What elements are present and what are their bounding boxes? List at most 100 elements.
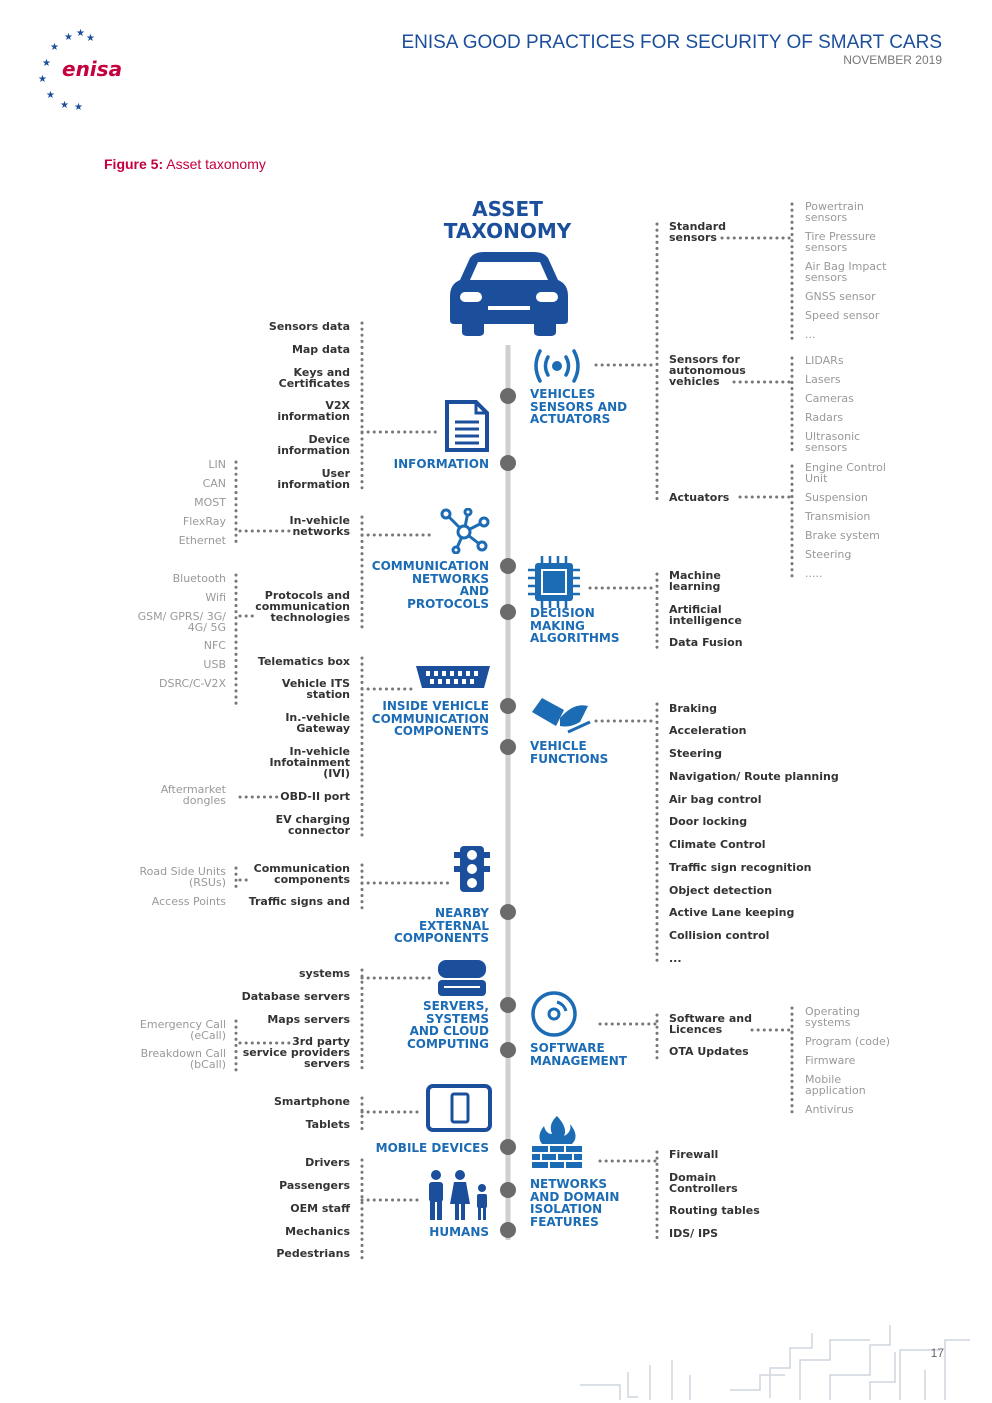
spine-nodes	[500, 388, 516, 1238]
traffic-light-icon	[454, 846, 490, 900]
item-traffic-signs: Traffic signs and	[248, 895, 350, 908]
sub-radars: Radars	[805, 411, 844, 424]
sub-lidars: LIDARs	[805, 354, 844, 367]
item-gateway: In.-vehicle Gateway	[285, 711, 350, 735]
sub-access-points: Access Points	[151, 895, 226, 908]
item-braking: Braking	[669, 702, 718, 715]
pedal-icon	[530, 696, 592, 738]
item-map-data: Map data	[291, 343, 350, 356]
item-routing-tables: Routing tables	[669, 1204, 760, 1217]
car-icon	[448, 250, 570, 340]
sub-antivirus: Antivirus	[805, 1103, 854, 1116]
tablet-icon	[426, 1084, 492, 1138]
chip-icon	[528, 556, 580, 612]
item-sensors-data: Sensors data	[268, 320, 350, 333]
category-vehicle-functions: VEHICLE FUNCTIONS	[530, 739, 609, 766]
figure-caption: Figure 5: Asset taxonomy	[104, 156, 266, 172]
document-date: NOVEMBER 2019	[843, 53, 942, 67]
svg-text:★: ★	[42, 58, 51, 69]
svg-text:★: ★	[74, 102, 83, 112]
network-icon	[438, 507, 490, 558]
item-user-information: User information	[277, 467, 350, 491]
document-icon	[444, 400, 490, 456]
item-domain-controllers: Domain Controllers	[669, 1171, 738, 1195]
sub-nfc: NFC	[203, 639, 226, 652]
enisa-logo: ★★★ ★★★ ★★★ enisa	[28, 26, 128, 113]
item-object-detection: Object detection	[669, 884, 773, 897]
item-navigation: Navigation/ Route planning	[669, 770, 839, 783]
item-communication-components: Communication components	[253, 862, 350, 886]
item-steering: Steering	[669, 747, 723, 760]
item-ev-charging: EV charging connector	[275, 813, 350, 837]
sub-lasers: Lasers	[805, 373, 841, 386]
sub-steering: Steering	[805, 548, 852, 561]
diagram-title-line1: ASSET	[472, 197, 543, 221]
item-artificial-intelligence: Artificial intelligence	[669, 603, 742, 627]
item-3rd-party-servers: 3rd party service providers servers	[242, 1035, 350, 1070]
sub-air-bag-impact: Air Bag Impact sensors	[805, 260, 887, 284]
item-standard-sensors: Standard sensors	[669, 220, 727, 244]
figure-caption-text: Asset taxonomy	[166, 156, 266, 172]
obd-connector-icon	[414, 662, 492, 696]
item-protocols: Protocols and communication technologies	[255, 589, 350, 624]
item-traffic-sign-recognition: Traffic sign recognition	[669, 861, 812, 874]
sub-most: MOST	[194, 496, 226, 509]
item-software-licences: Software and Licences	[669, 1012, 752, 1036]
svg-text:★: ★	[60, 100, 69, 111]
sub-operating-systems: Operating systems	[805, 1005, 860, 1029]
category-servers: SERVERS, SYSTEMS AND CLOUD COMPUTING	[406, 999, 489, 1051]
sub-program-code: Program (code)	[805, 1035, 891, 1048]
item-machine-learning: Machine learning	[669, 569, 721, 593]
sensor-waves-icon	[528, 346, 586, 390]
page-number: 17	[930, 1346, 944, 1360]
item-database-servers: Database servers	[241, 990, 350, 1003]
item-passengers: Passengers	[279, 1179, 350, 1192]
item-drivers: Drivers	[305, 1156, 350, 1169]
svg-text:★: ★	[76, 28, 85, 39]
category-information: INFORMATION	[393, 457, 489, 471]
svg-text:★: ★	[86, 33, 95, 44]
item-in-vehicle-networks: In-vehicle networks	[289, 514, 350, 538]
logo-text: enisa	[62, 57, 122, 81]
category-networks-domain: NETWORKS AND DOMAIN ISOLATION FEATURES	[530, 1177, 620, 1229]
item-pedestrians: Pedestrians	[276, 1247, 350, 1260]
category-software-management: SOFTWARE MANAGEMENT	[530, 1041, 627, 1068]
svg-text:★: ★	[46, 90, 55, 101]
item-functions-more: ...	[669, 952, 682, 965]
item-climate-control: Climate Control	[669, 838, 766, 851]
sub-tire-pressure: Tire Pressure sensors	[805, 230, 876, 254]
sub-gnss: GNSS sensor	[805, 290, 876, 303]
sub-suspension: Suspension	[805, 491, 868, 504]
item-ids-ips: IDS/ IPS	[669, 1227, 719, 1240]
item-door-locking: Door locking	[669, 815, 748, 828]
svg-text:★: ★	[50, 42, 59, 53]
item-telematics-box: Telematics box	[257, 655, 350, 668]
sub-can: CAN	[202, 477, 226, 490]
svg-text:★: ★	[64, 32, 73, 43]
item-tablets: Tablets	[305, 1118, 350, 1131]
item-data-fusion: Data Fusion	[669, 636, 743, 649]
item-obd-port: OBD-II port	[280, 790, 350, 803]
category-nearby-external: NEARBY EXTERNAL COMPONENTS	[393, 906, 489, 945]
sub-flexray: FlexRay	[182, 515, 226, 528]
sub-dsrc: DSRC/C-V2X	[159, 677, 226, 690]
item-firewall: Firewall	[669, 1148, 719, 1161]
diagram-title-line2: TAXONOMY	[443, 219, 572, 243]
item-maps-servers: Maps servers	[267, 1013, 350, 1026]
item-collision-control: Collision control	[669, 929, 770, 942]
category-humans: HUMANS	[429, 1225, 489, 1239]
item-lane-keeping: Active Lane keeping	[669, 906, 795, 919]
item-v2x-information: V2X information	[277, 399, 350, 423]
category-vehicle-sensors: VEHICLES SENSORS AND ACTUATORS	[530, 387, 628, 426]
sub-gsm: GSM/ GPRS/ 3G/ 4G/ 5G	[137, 610, 226, 634]
svg-text:★: ★	[38, 74, 47, 85]
sub-speed: Speed sensor	[805, 309, 880, 322]
item-smartphone: Smartphone	[273, 1095, 350, 1108]
item-actuators: Actuators	[669, 491, 730, 504]
sub-aftermarket-dongles: Aftermarket dongles	[160, 783, 226, 807]
diagram-title: ASSET TAXONOMY	[420, 198, 595, 242]
sub-lin: LIN	[208, 458, 226, 471]
firewall-icon	[530, 1114, 584, 1174]
footer-circuit-decoration	[580, 1325, 970, 1400]
sub-rsu: Road Side Units (RSUs)	[139, 865, 226, 889]
